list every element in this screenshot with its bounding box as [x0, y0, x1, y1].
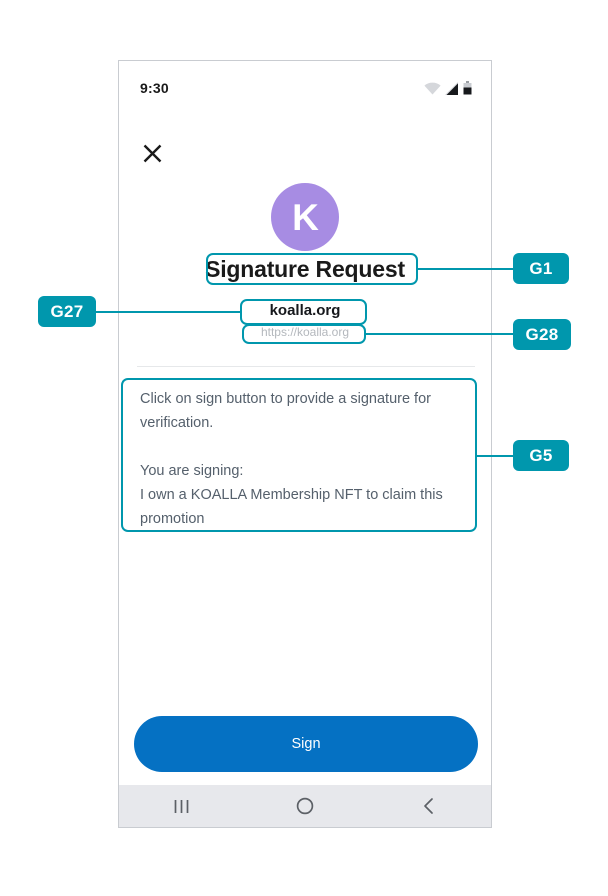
- message-spacer: [140, 435, 472, 459]
- close-icon: [143, 144, 162, 163]
- nav-back-button[interactable]: [367, 785, 491, 827]
- annotation-badge-g1: G1: [513, 253, 569, 284]
- nav-home-button[interactable]: [243, 785, 367, 827]
- avatar-letter: K: [292, 196, 319, 238]
- wifi-icon: [424, 82, 441, 95]
- message-body: Click on sign button to provide a signat…: [130, 381, 482, 537]
- android-nav-bar: [119, 785, 491, 827]
- page-title: Signature Request: [205, 256, 405, 282]
- home-icon: [296, 797, 314, 815]
- site-url: https://koalla.org: [260, 325, 350, 339]
- nav-recents-button[interactable]: [119, 785, 243, 827]
- message-line-3: I own a KOALLA Membership NFT to claim t…: [140, 487, 443, 527]
- site-avatar: K: [271, 183, 339, 251]
- site-name: koalla.org: [269, 302, 341, 319]
- annotation-badge-g28: G28: [513, 319, 571, 350]
- status-bar: 9:30: [119, 61, 491, 109]
- phone-frame: 9:30: [118, 60, 492, 828]
- close-button[interactable]: [137, 138, 167, 168]
- message-line-2: You are signing:: [140, 463, 244, 479]
- cellular-signal-icon: [445, 81, 459, 95]
- battery-icon: [463, 81, 472, 95]
- status-bar-icons: [424, 80, 472, 96]
- message-line-1: Click on sign button to provide a signat…: [140, 391, 431, 431]
- back-icon: [422, 797, 436, 815]
- annotation-badge-g5: G5: [513, 440, 569, 471]
- status-bar-time: 9:30: [140, 80, 169, 96]
- sign-button[interactable]: Sign: [134, 716, 478, 772]
- recents-icon: [173, 798, 190, 815]
- annotation-badge-g27: G27: [38, 296, 96, 327]
- section-divider: [137, 366, 475, 367]
